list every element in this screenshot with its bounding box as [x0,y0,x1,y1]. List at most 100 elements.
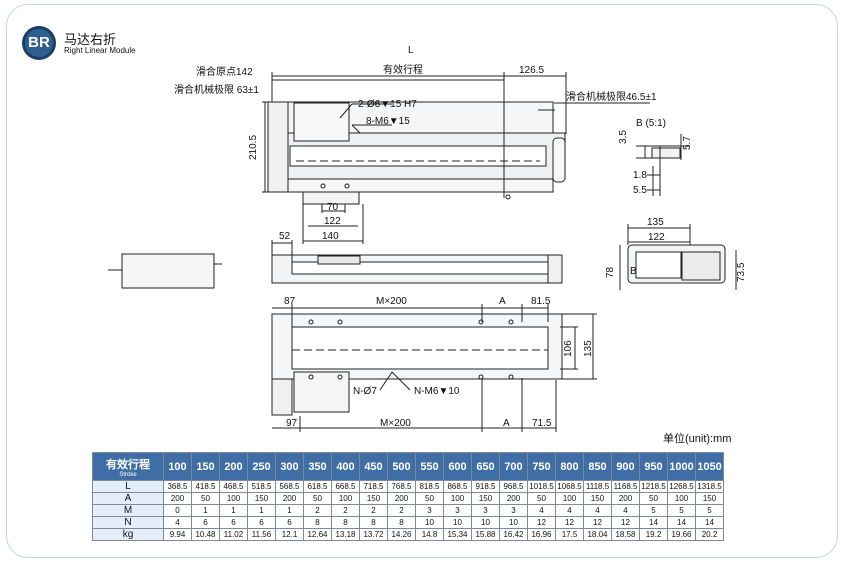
table-cell: 13.18 [331,528,360,541]
table-cell: 768.5 [387,480,416,493]
table-cell: 5 [695,504,724,517]
dim-126-5: 126.5 [519,65,544,76]
brand-logo: BR [22,26,56,60]
table-cell: 5 [667,504,696,517]
row-label-cell: L [92,480,164,493]
table-cell: 1 [247,504,276,517]
table-cell: 1168.5 [611,480,640,493]
table-cell: 19.2 [639,528,668,541]
dim-81-5: 81.5 [531,296,551,307]
stroke-value-cell: 900 [611,452,640,481]
dim-m-200-bottom: M×200 [380,418,411,429]
table-cell: 1 [275,504,304,517]
dim-87: 87 [284,296,296,307]
stroke-value-cell: 250 [247,452,276,481]
table-cell: 4 [611,504,640,517]
table-cell: 1268.5 [667,480,696,493]
table-cell: 150 [359,492,388,505]
stroke-value-cell: 100 [163,452,192,481]
table-cell: 6 [247,516,276,529]
table-cell: 2 [359,504,388,517]
table-cell: 4 [555,504,584,517]
stroke-value-cell: 750 [527,452,556,481]
table-cell: 3 [415,504,444,517]
table-cell: 14 [695,516,724,529]
table-cell: 868.5 [443,480,472,493]
table-cell: 20.2 [695,528,724,541]
table-cell: 8 [303,516,332,529]
table-cell: 618.5 [303,480,332,493]
dim-210-5: 210.5 [248,135,259,160]
table-cell: 50 [639,492,668,505]
table-cell: 200 [387,492,416,505]
table-cell: 15.88 [471,528,500,541]
table-cell: 1218.5 [639,480,668,493]
table-cell: 5 [639,504,668,517]
stroke-value-cell: 1050 [695,452,724,481]
brand-name-en: Right Linear Module [64,46,136,55]
dim-70: 70 [327,202,339,213]
table-cell: 4 [527,504,556,517]
table-cell: 10.48 [191,528,220,541]
dim-m-200-top: M×200 [376,296,407,307]
table-cell: 10 [415,516,444,529]
table-cell: 9.94 [163,528,192,541]
dim-122: 122 [324,216,341,227]
table-cell: 2 [387,504,416,517]
table-cell: 1 [191,504,220,517]
table-cell: 100 [219,492,248,505]
dim-1-8: 1.8 [633,170,647,181]
table-cell: 718.5 [359,480,388,493]
stroke-value-cell: 550 [415,452,444,481]
dim-5-5: 5.5 [633,185,647,196]
label-mech-limit-left: 滑合机械极限 63±1 [174,83,259,96]
table-cell: 3 [471,504,500,517]
stroke-value-cell: 800 [555,452,584,481]
table-cell: 200 [275,492,304,505]
table-cell: 14 [639,516,668,529]
table-cell: 50 [303,492,332,505]
stroke-header-cn: 有效行程 [106,458,150,471]
stroke-value-cell: 950 [639,452,668,481]
table-cell: 8 [387,516,416,529]
dim-78: 78 [605,266,616,278]
table-cell: 1068.5 [555,480,584,493]
bottom-view [271,304,597,432]
unit-label: 单位(unit):mm [663,433,732,445]
table-cell: 50 [415,492,444,505]
table-cell: 50 [527,492,556,505]
table-cell: 14.8 [415,528,444,541]
table-cell: 16.96 [527,528,556,541]
stroke-value-cell: 1000 [667,452,696,481]
table-cell: 50 [191,492,220,505]
table-cell: 1318.5 [695,480,724,493]
table-cell: 14.26 [387,528,416,541]
table-cell: 968.5 [499,480,528,493]
table-cell: 668.5 [331,480,360,493]
row-label-cell: N [92,516,164,529]
dim-L: L [408,45,414,56]
table-cell: 4 [583,504,612,517]
table-cell: 150 [583,492,612,505]
table-cell: 1 [219,504,248,517]
row-label-cell: A [92,492,164,505]
table-cell: 8 [331,516,360,529]
dim-3-5: 3.5 [618,130,629,144]
table-cell: 12 [611,516,640,529]
stroke-value-cell: 500 [387,452,416,481]
label-slide-origin: 滑合原点142 [196,65,253,78]
row-label-cell: kg [92,528,164,541]
stroke-value-cell: 200 [219,452,248,481]
table-cell: 15.34 [443,528,472,541]
dim-73-5: 73.5 [736,262,747,282]
table-cell: 10 [471,516,500,529]
label-through-holes: N-Ø7 [353,386,377,397]
table-cell: 12 [555,516,584,529]
label-tapped-holes-bottom: N-M6▼10 [414,386,460,397]
dim-135-top: 135 [647,217,664,228]
